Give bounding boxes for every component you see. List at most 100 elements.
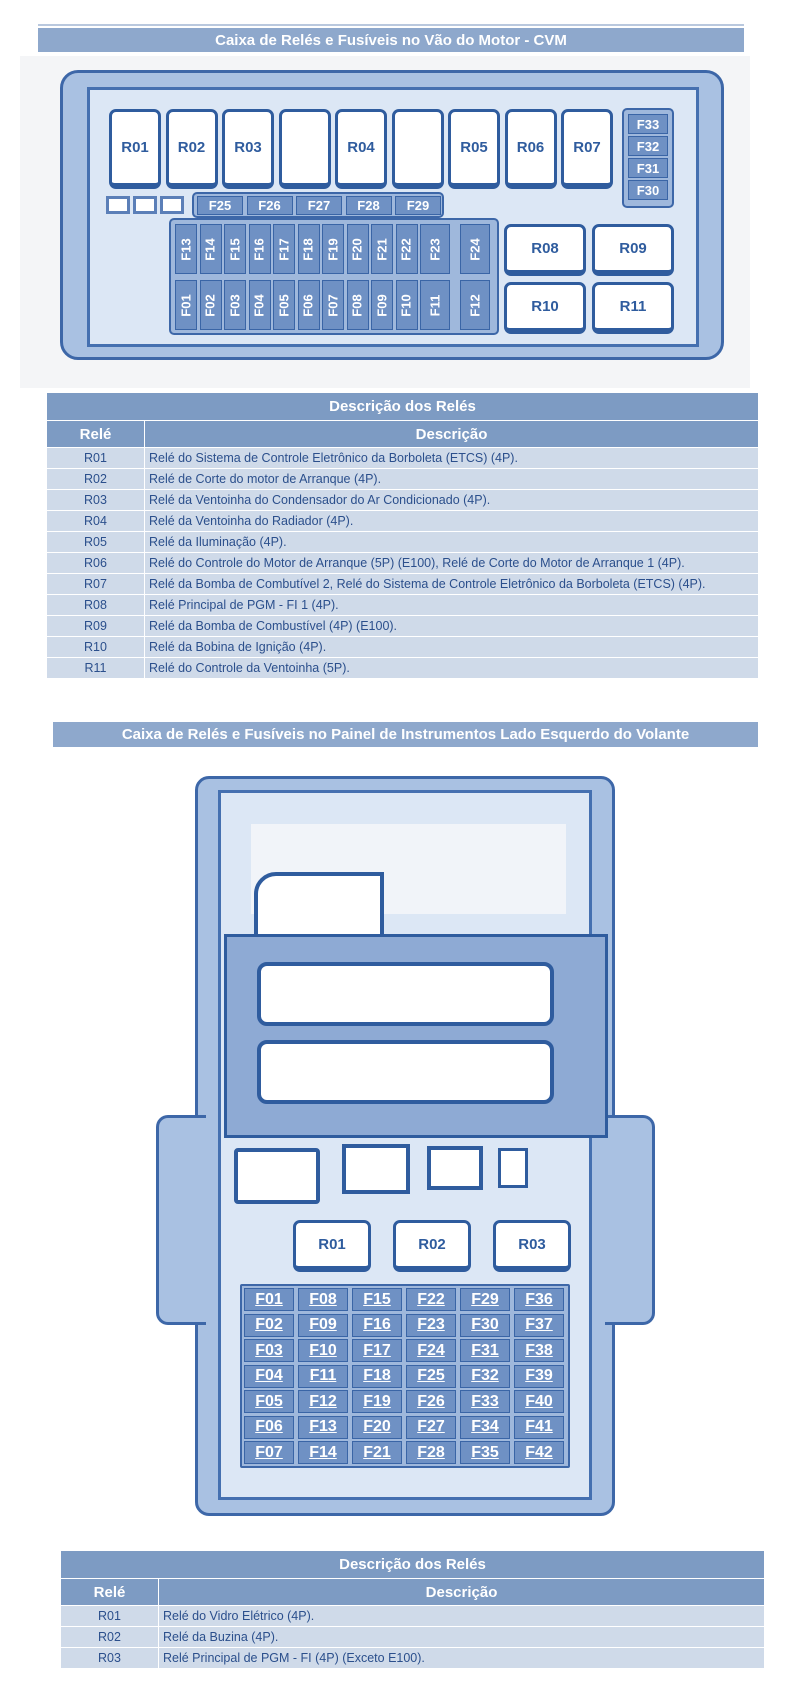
relay-slot-empty <box>391 109 444 189</box>
label: F17 <box>363 1341 391 1359</box>
fuse-f18: F18 <box>352 1364 402 1388</box>
col-header-rele: Relé <box>61 1578 159 1606</box>
relay-r02: R02 <box>393 1220 471 1272</box>
label: F01 <box>255 1290 283 1308</box>
relay-id: R01 <box>47 447 145 469</box>
label: F35 <box>471 1443 499 1461</box>
relay-r05: R05 <box>448 109 500 189</box>
label: R09 <box>619 240 647 257</box>
relay-r07: R07 <box>561 109 613 189</box>
label: F14 <box>309 1443 337 1461</box>
label: R02 <box>177 139 206 156</box>
fuse-f13: F13 <box>175 224 197 274</box>
connector-1 <box>234 1148 320 1204</box>
small-slot <box>106 196 130 214</box>
section2-title: Caixa de Relés e Fusíveis no Painel de I… <box>53 722 758 747</box>
fuse-f06: F06 <box>297 280 320 330</box>
fuse-f16: F16 <box>248 224 271 274</box>
relay-description: Relé do Controle do Motor de Arranque (5… <box>144 552 758 574</box>
fuse-f13: F13 <box>298 1415 348 1439</box>
label: F20 <box>350 237 365 261</box>
label: F07 <box>325 293 341 317</box>
relay-r03: R03 <box>222 109 274 189</box>
fuse-f02: F02 <box>199 280 222 330</box>
fuse-f23: F23 <box>406 1313 456 1337</box>
label: F26 <box>417 1392 445 1410</box>
fuse-f14: F14 <box>199 224 222 274</box>
label: F27 <box>417 1418 445 1435</box>
relay-description: Relé da Ventoinha do Condensador do Ar C… <box>144 489 758 511</box>
label: F27 <box>307 198 331 213</box>
label: F13 <box>178 237 194 261</box>
fuse-f26: F26 <box>406 1390 456 1413</box>
label: R10 <box>531 298 559 315</box>
fuse-f17: F17 <box>352 1339 402 1362</box>
label: F10 <box>309 1341 337 1359</box>
relay-description: Relé do Vidro Elétrico (4P). <box>158 1605 764 1627</box>
fuse-f07: F07 <box>322 280 344 330</box>
fuse-f01: F01 <box>175 280 197 330</box>
fuse-f20: F20 <box>352 1415 402 1439</box>
label: F05 <box>255 1392 283 1410</box>
small-slot <box>160 196 184 214</box>
relay-id: R04 <box>47 510 145 532</box>
relay-description: Relé da Bomba de Combutível 2, Relé do S… <box>144 573 758 595</box>
relay-slot-empty <box>278 109 331 189</box>
fuse-f23: F23 <box>420 224 450 274</box>
relay-r02: R02 <box>165 109 218 189</box>
relay-description: Relé do Controle da Ventoinha (5P). <box>144 657 758 679</box>
fuse-f15: F15 <box>352 1288 402 1311</box>
label: F07 <box>255 1443 283 1461</box>
fuse-f06: F06 <box>244 1415 294 1439</box>
fuse-f03: F03 <box>244 1339 294 1362</box>
fuse-f10: F10 <box>395 280 418 330</box>
right-tab <box>605 1115 655 1325</box>
connector-3 <box>427 1146 483 1190</box>
label: F21 <box>374 237 390 261</box>
fuse-f39: F39 <box>514 1364 564 1388</box>
relay-id: R03 <box>47 489 145 511</box>
fuse-f14: F14 <box>298 1441 348 1464</box>
label: R08 <box>531 240 559 257</box>
fuse-f21: F21 <box>352 1441 402 1464</box>
label: F13 <box>309 1418 337 1435</box>
relay-description: Relé Principal de PGM - FI (4P) (Exceto … <box>158 1647 764 1669</box>
relay-id: R11 <box>47 657 145 679</box>
label: F06 <box>255 1418 283 1435</box>
relay-r03: R03 <box>493 1220 571 1272</box>
fuse-f31: F31 <box>628 158 668 178</box>
fuse-f31: F31 <box>460 1339 510 1362</box>
label: F20 <box>363 1418 391 1435</box>
relay-description: Relé da Buzina (4P). <box>158 1626 764 1648</box>
fuse-f24: F24 <box>460 224 490 274</box>
relay-r04: R04 <box>335 109 387 189</box>
label: F05 <box>276 293 292 317</box>
fuse-f22: F22 <box>395 224 418 274</box>
fuse-f17: F17 <box>273 224 295 274</box>
fuse-f08: F08 <box>298 1288 348 1311</box>
fuse-f40: F40 <box>514 1390 564 1413</box>
label: F21 <box>363 1443 391 1461</box>
connector-2 <box>342 1144 410 1194</box>
label: F25 <box>208 198 232 213</box>
fuse-f07: F07 <box>244 1441 294 1464</box>
label: F30 <box>471 1316 499 1333</box>
label: F29 <box>406 198 430 213</box>
fuse-f05: F05 <box>273 280 295 330</box>
fuse-f24: F24 <box>406 1339 456 1362</box>
label: R11 <box>619 298 647 315</box>
fuse-f11: F11 <box>298 1364 348 1388</box>
fuse-f36: F36 <box>514 1288 564 1311</box>
label: F02 <box>255 1316 283 1333</box>
label: F30 <box>636 182 660 198</box>
top-rule <box>38 24 744 26</box>
